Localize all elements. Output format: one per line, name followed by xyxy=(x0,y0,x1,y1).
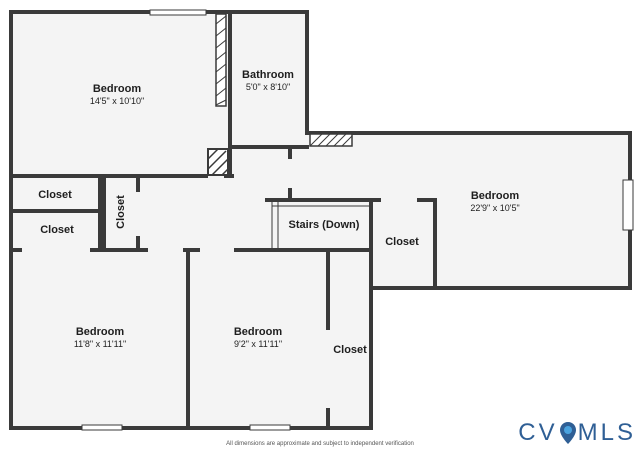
bedroom-right-dims: 22'9" x 10'5" xyxy=(470,203,519,213)
bedroom-bottom-mid-name: Bedroom xyxy=(234,326,283,338)
logo-text-left: CV xyxy=(518,419,558,446)
bedroom-top-left-dims: 14'5" x 10'10" xyxy=(90,96,144,106)
closet-1-label: Closet xyxy=(38,189,72,201)
map-pin-icon xyxy=(559,422,576,444)
floor-fill xyxy=(11,12,630,428)
cvrmls-logo: CV MLS xyxy=(518,419,636,447)
bedroom-top-left-name: Bedroom xyxy=(93,83,142,95)
bedroom-bottom-left-dims: 11'8" x 11'11" xyxy=(74,339,126,349)
disclaimer-text: All dimensions are approximate and subje… xyxy=(226,441,414,447)
bedroom-right-name: Bedroom xyxy=(471,190,520,202)
chase-hatch xyxy=(207,13,353,176)
walls xyxy=(9,10,632,430)
closet-stairs-label: Closet xyxy=(385,236,419,248)
closet-vertical-label: Closet xyxy=(115,195,127,229)
bedroom-bottom-mid-dims: 9'2" x 11'11" xyxy=(234,339,282,349)
bedroom-bottom-left-name: Bedroom xyxy=(76,326,125,338)
stairs-treads xyxy=(271,200,371,250)
closet-2-label: Closet xyxy=(40,224,74,236)
bathroom-name: Bathroom xyxy=(242,69,294,81)
windows xyxy=(81,9,634,431)
stairs-label: Stairs (Down) xyxy=(289,219,360,231)
closet-bottom-label: Closet xyxy=(333,344,367,356)
logo-text-right: MLS xyxy=(577,419,636,446)
bathroom-dims: 5'0" x 8'10" xyxy=(246,82,290,92)
